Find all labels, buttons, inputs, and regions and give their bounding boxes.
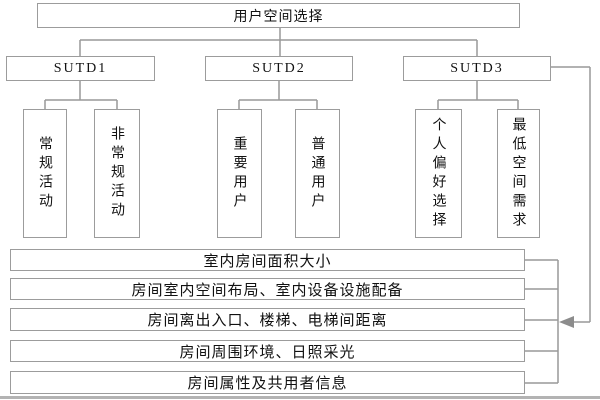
- sutd2-node: SUTD2: [205, 56, 353, 81]
- criteria-bar-distance-exits-elevators: 房间离出入口、楼梯、电梯间距离: [10, 308, 525, 331]
- criteria-bar-attributes-cousers: 房间属性及共用者信息: [10, 371, 525, 394]
- criteria-bar-environment-daylight: 房间周围环境、日照采光: [10, 340, 525, 362]
- child-label: 普通用户: [309, 135, 326, 212]
- criteria-label: 室内房间面积大小: [203, 251, 332, 270]
- bottom-border-line: [0, 396, 600, 399]
- criteria-label: 房间离出入口、楼梯、电梯间距离: [147, 311, 388, 329]
- sutd1-label: SUTD1: [53, 60, 108, 76]
- child-label: 非常规活动: [109, 126, 125, 221]
- root-node: 用户空间选择: [37, 3, 520, 28]
- sutd3-label: SUTD3: [450, 60, 504, 76]
- child-label: 最低空间需求: [510, 116, 527, 231]
- child-node-regular-activities: 常规活动: [23, 109, 67, 238]
- child-node-ordinary-users: 普通用户: [295, 109, 340, 238]
- child-node-important-users: 重要用户: [217, 109, 262, 238]
- sutd3-node: SUTD3: [403, 56, 551, 81]
- child-node-irregular-activities: 非常规活动: [94, 109, 140, 238]
- arrow-left-icon: [559, 316, 574, 328]
- criteria-label: 房间室内空间布局、室内设备设施配备: [131, 280, 404, 299]
- criteria-bar-layout-facilities: 房间室内空间布局、室内设备设施配备: [10, 278, 525, 300]
- criteria-label: 房间属性及共用者信息: [187, 374, 348, 392]
- criteria-label: 房间周围环境、日照采光: [179, 342, 356, 361]
- sutd1-node: SUTD1: [6, 56, 155, 81]
- child-label: 重要用户: [231, 135, 248, 212]
- child-node-personal-preference: 个人偏好选择: [415, 109, 462, 238]
- sutd2-label: SUTD2: [252, 60, 306, 76]
- root-node-label: 用户空间选择: [233, 8, 324, 25]
- child-label: 个人偏好选择: [430, 116, 447, 231]
- child-label: 常规活动: [37, 135, 53, 212]
- criteria-bar-room-area: 室内房间面积大小: [10, 249, 525, 271]
- child-node-minimum-space: 最低空间需求: [497, 109, 540, 238]
